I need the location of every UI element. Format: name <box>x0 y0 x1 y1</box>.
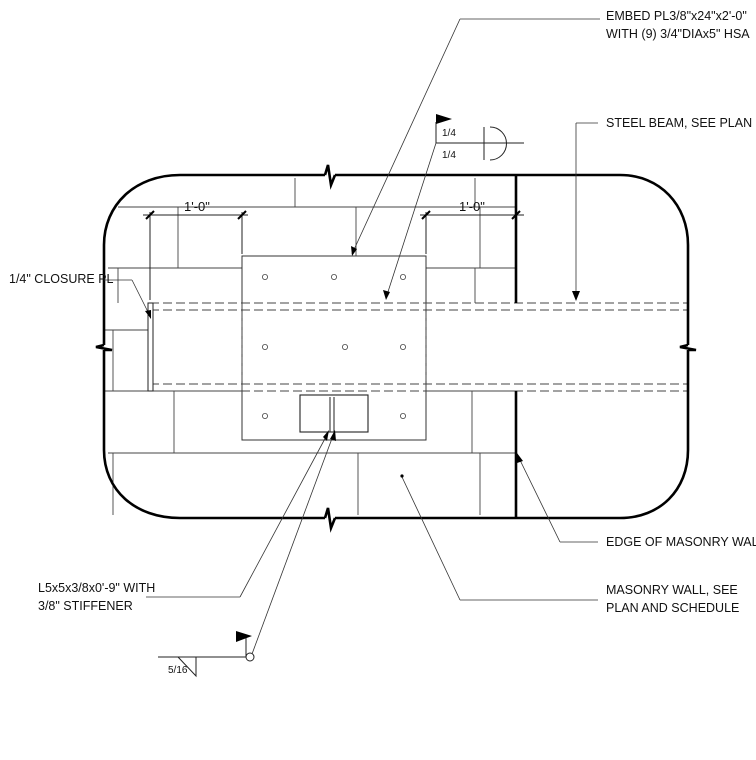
masonry-label-line1: MASONRY WALL, SEE <box>606 583 738 597</box>
anchor-hole <box>399 273 406 280</box>
dimension-text-right: 1'-0" <box>459 199 485 214</box>
break-mark <box>323 164 337 190</box>
weld-all-around-icon <box>245 652 255 662</box>
edge-masonry-label: EDGE OF MASONRY WALL <box>606 535 756 549</box>
anchor-hole <box>261 412 268 419</box>
closure-plate <box>147 302 154 392</box>
break-mark <box>323 507 337 533</box>
leader-lines <box>104 18 600 601</box>
break-mark <box>95 343 113 352</box>
anchor-hole <box>261 343 268 350</box>
anchor-hole <box>261 273 268 280</box>
masonry-label-line2: PLAN AND SCHEDULE <box>606 601 739 615</box>
weld-symbol-top: 1/4 1/4 <box>383 114 524 300</box>
steel-beam-label: STEEL BEAM, SEE PLAN <box>606 116 752 130</box>
text-labels: EMBED PL3/8"x24"x2'-0" WITH (9) 3/4"DIAx… <box>9 9 756 615</box>
anchor-hole <box>399 412 406 419</box>
angle-with-stiffener <box>299 394 369 433</box>
anchor-hole <box>399 343 406 350</box>
anchor-hole <box>330 273 337 280</box>
embed-plate-label-line2: WITH (9) 3/4"DIAx5" HSA <box>606 27 750 41</box>
field-weld-flag-icon <box>436 114 452 124</box>
section-outline <box>95 164 697 533</box>
closure-plate-label: 1/4" CLOSURE PL <box>9 272 114 286</box>
steel-beam <box>150 302 688 392</box>
weld-symbol-bottom: 5/16 <box>158 430 336 678</box>
weld-size-below: 1/4 <box>442 150 456 161</box>
dimension-left: 1'-0" <box>143 199 248 300</box>
angle-label-line1: L5x5x3/8x0'-9" WITH <box>38 581 155 595</box>
field-weld-flag-icon-bottom <box>236 631 252 642</box>
anchor-hole <box>341 343 348 350</box>
weld-size-above: 1/4 <box>442 128 456 139</box>
break-mark <box>679 343 697 352</box>
weld-size-bottom: 5/16 <box>168 665 188 676</box>
angle-label-line2: 3/8" STIFFENER <box>38 599 133 613</box>
embed-plate-label-line1: EMBED PL3/8"x24"x2'-0" <box>606 9 747 23</box>
dimension-right: 1'-0" <box>420 199 524 254</box>
dimension-text-left: 1'-0" <box>184 199 210 214</box>
